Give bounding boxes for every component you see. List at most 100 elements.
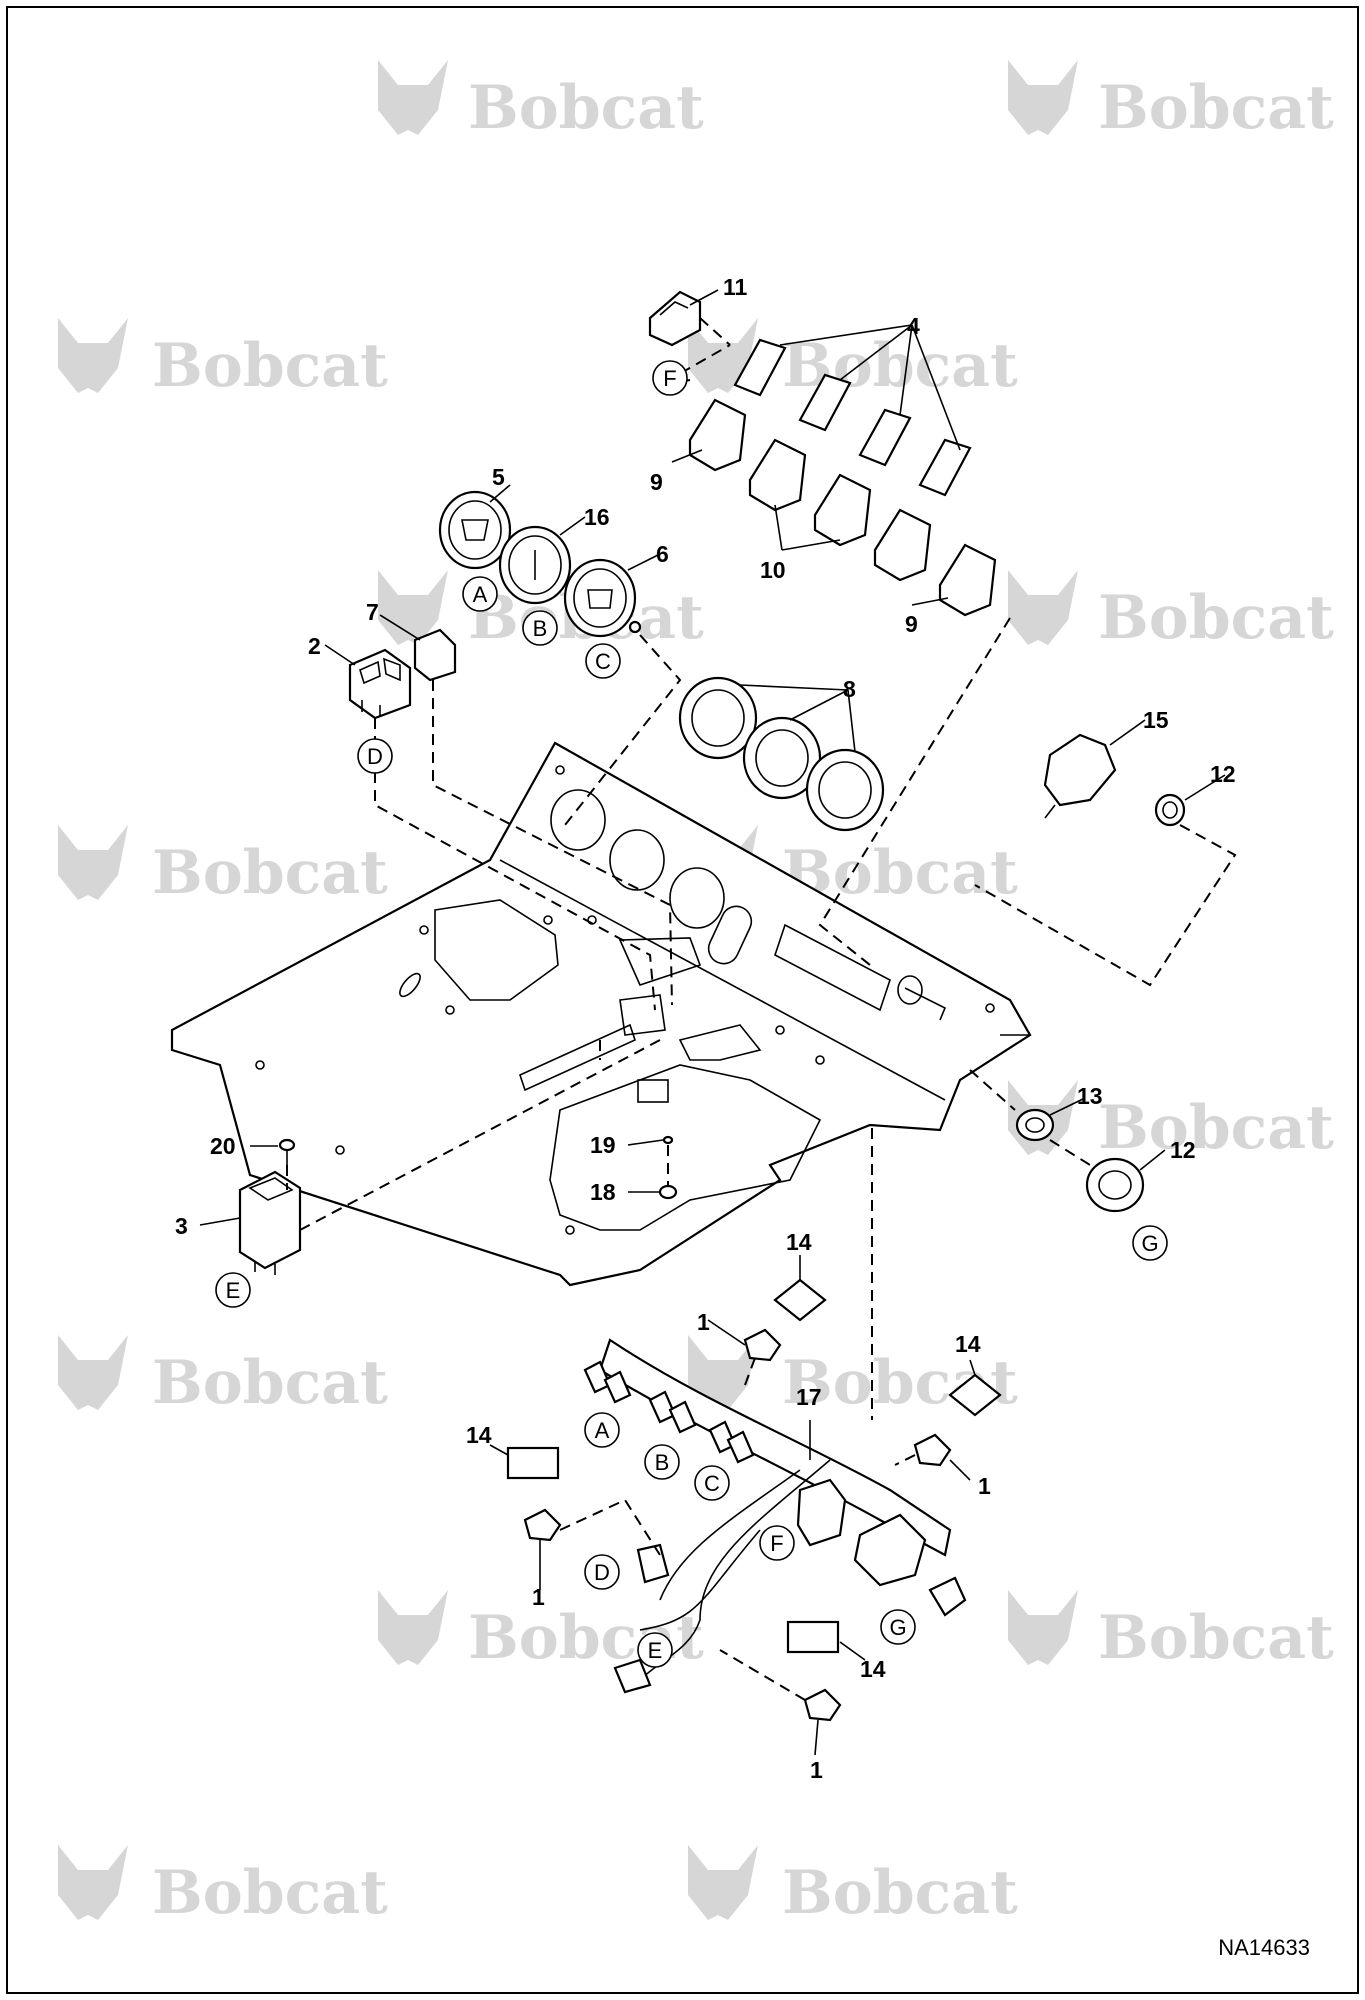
watermark-text: Bobcat [152,331,388,401]
letter-label: A [473,582,488,607]
letter-circle: C [694,1465,730,1501]
callout-number: 2 [308,633,321,659]
gauge-b [498,525,572,605]
callout-number: 14 [786,1229,812,1255]
letter-label: C [704,1471,720,1496]
callout-number: 9 [905,611,918,637]
callout-number: 5 [492,464,505,490]
watermark: Bobcat [58,1335,388,1418]
adhesive-pads-14 [506,1278,1002,1654]
switch-brackets [688,398,997,617]
letter-circle: D [584,1554,620,1590]
wire-harness-17 [583,1338,967,1694]
letter-label: B [533,616,548,641]
leader-lines [199,289,1226,1756]
callout-number: 8 [843,676,856,702]
callout-number: 1 [978,1473,991,1499]
rocker-switch-2 [348,648,412,720]
letter-label: D [594,1560,610,1585]
rocker-switch-11 [648,290,702,347]
callout-number: 14 [955,1331,981,1357]
callout-number: 7 [366,599,379,625]
letter-circle: E [215,1272,251,1308]
harness-clips-1 [523,1328,952,1722]
watermark-text: Bobcat [1098,73,1334,143]
callout-number: 13 [1077,1083,1103,1109]
watermark: Bobcat [58,318,388,401]
diagram-frame [6,6,1359,1994]
callout-number: 20 [210,1133,236,1159]
nut-18 [658,1184,678,1200]
blank-plugs-4 [733,338,972,497]
callout-number: 11 [723,274,748,300]
switch-7 [413,628,457,682]
letter-label: E [226,1278,241,1303]
letter-label: B [655,1450,670,1475]
washer-19 [662,1135,674,1145]
callout-number: 12 [1170,1137,1196,1163]
gauge-retainers-8 [678,676,885,832]
watermark-text: Bobcat [468,1603,704,1673]
callout-number: 1 [810,1757,823,1783]
letter-label: G [1141,1231,1158,1256]
key-switch-15 [1043,733,1117,819]
nut-12-top [1154,793,1186,827]
letter-label: F [663,366,676,391]
watermark: Bobcat [58,1845,388,1928]
watermark: Bobcat [688,1845,1018,1928]
watermark-text: Bobcat [152,838,388,908]
callout-number: 9 [650,469,663,495]
grommet-13 [1015,1108,1055,1142]
letter-circle: G [1132,1225,1168,1261]
callout-number: 12 [1210,761,1236,787]
watermark-text: Bobcat [152,1348,388,1418]
callout-number: 1 [697,1309,710,1335]
letter-circle: C [585,643,621,679]
letter-label: G [889,1615,906,1640]
watermark-text: Bobcat [152,1858,388,1928]
instrument-panel-plate [170,741,1032,1287]
watermark: Bobcat [1008,1590,1334,1673]
letter-circle: F [652,360,688,396]
watermark: Bobcat [1008,60,1334,143]
watermark: Bobcat [1008,570,1334,653]
letter-label: D [367,744,383,769]
callout-numbers: 11 4 9 10 9 5 16 6 7 2 8 15 12 13 12 20 … [175,274,1236,1783]
letter-label: F [770,1531,783,1556]
letter-circle: D [357,738,393,774]
watermark-text: Bobcat [1098,583,1334,653]
watermark: Bobcat [58,825,388,908]
letter-circle: A [462,576,498,612]
watermark-text: Bobcat [1098,1093,1334,1163]
callout-number: 3 [175,1213,188,1239]
watermark-text: Bobcat [782,1858,1018,1928]
callout-number: 6 [656,541,669,567]
callout-number: 17 [796,1384,822,1410]
outlet-12-right [1085,1157,1145,1213]
gauge-c [563,558,642,638]
letter-label: A [595,1418,610,1443]
letter-circle: E [637,1632,673,1668]
assembly-lines [286,317,1237,1701]
callout-number: 16 [584,504,610,530]
letter-circle: F [759,1525,795,1561]
watermark: Bobcat [378,60,704,143]
callout-number: 19 [590,1132,616,1158]
letter-circle: B [644,1444,680,1480]
letter-circle: G [880,1609,916,1645]
watermark: Bobcat [688,318,1018,401]
callout-number: 14 [860,1656,886,1682]
watermark-text: Bobcat [1098,1603,1334,1673]
relay-module-3 [238,1170,302,1275]
screw-20 [278,1138,296,1165]
callout-number: 15 [1143,707,1169,733]
callout-number: 4 [907,313,920,339]
callout-number: 1 [532,1584,545,1610]
callout-number: 14 [466,1422,492,1448]
connector-letters: F A B C D G E A B C F D G E [215,360,1168,1668]
callout-number: 10 [760,557,786,583]
figure-id: NA14633 [1218,1935,1310,1960]
watermark-text: Bobcat [468,73,704,143]
letter-label: E [648,1638,663,1663]
